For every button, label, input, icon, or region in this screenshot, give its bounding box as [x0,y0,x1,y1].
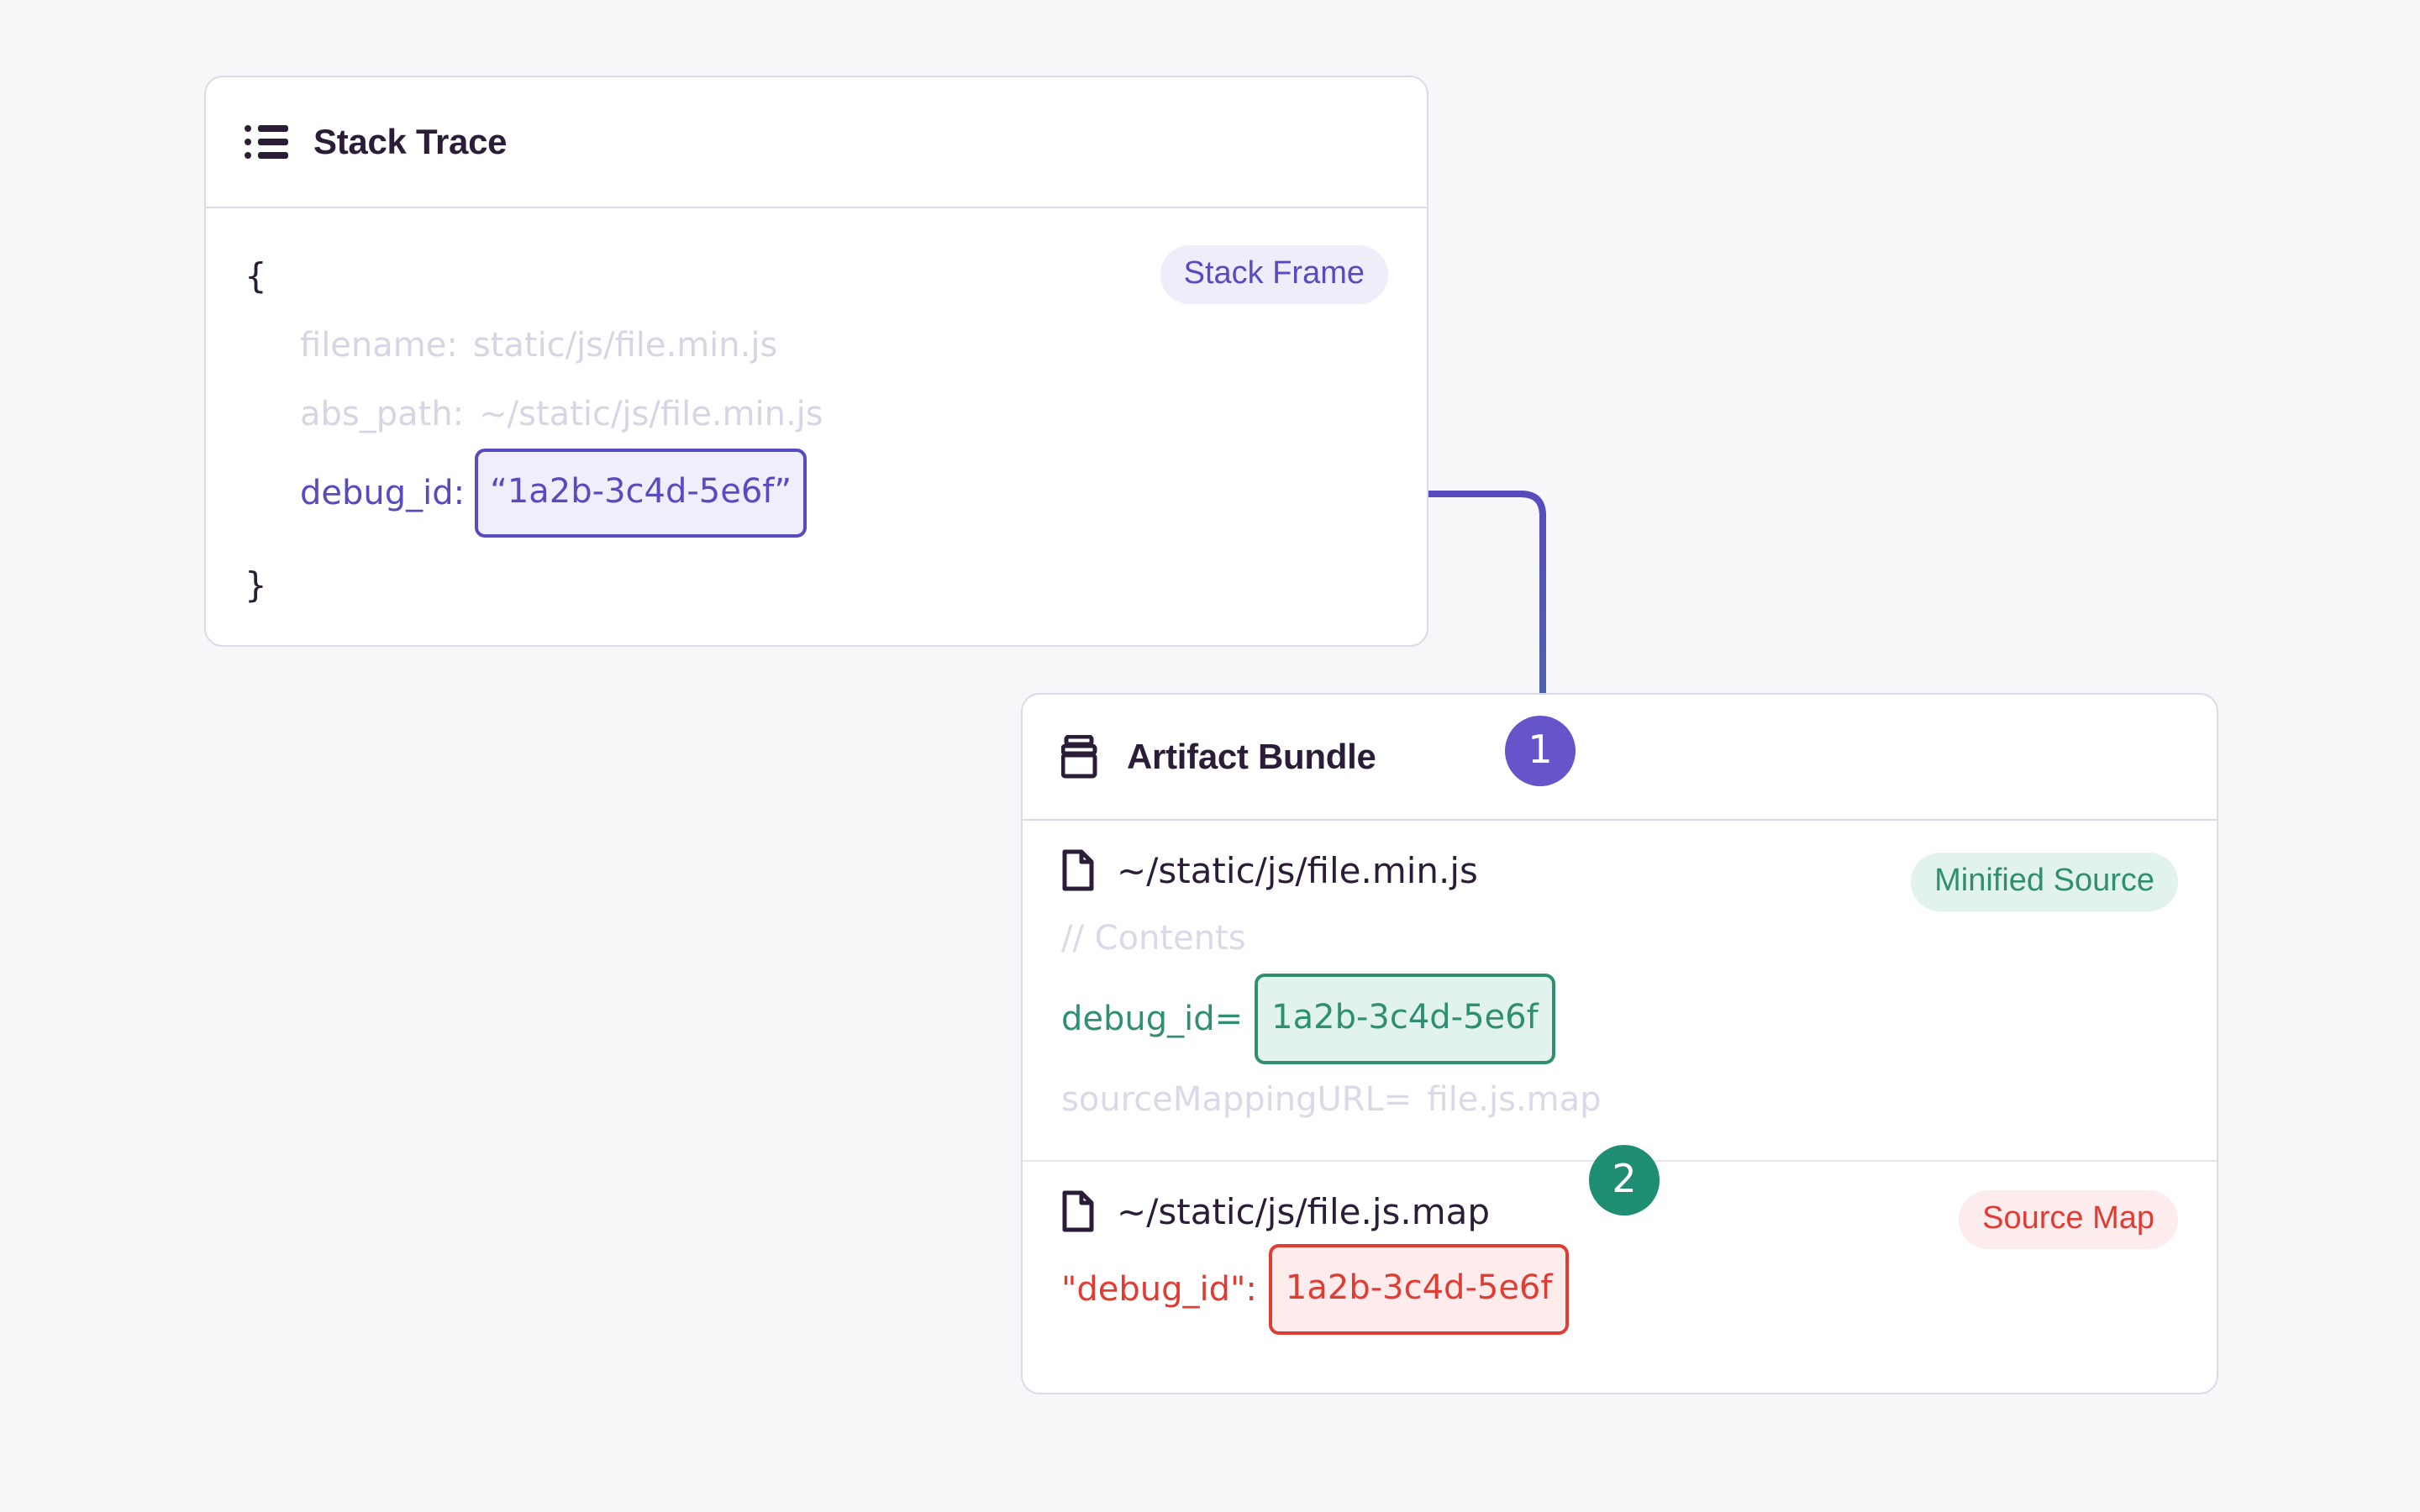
source-map-debug-id-key: "debug_id": [1061,1270,1257,1309]
open-brace: { [245,242,1388,311]
file-block-minified-source: Minified Source ~/static/js/file.min.js … [1023,821,2217,1160]
minified-source-badge: Minified Source [1911,853,2178,911]
archive-icon [1060,734,1102,779]
file-icon [1061,1190,1095,1232]
minified-source-filename: ~/static/js/file.min.js [1117,849,1478,891]
filename-value: static/js/file.min.js [472,326,778,365]
stack-trace-header: Stack Trace [206,77,1427,208]
stack-trace-title: Stack Trace [313,122,508,161]
debug-id-key: debug_id: [300,474,466,512]
source-map-debug-id-value-chip[interactable]: 1a2b-3c4d-5e6f [1268,1244,1570,1335]
stack-trace-card: Stack Trace Stack Frame { filename: stat… [204,76,1428,647]
artifact-bundle-body: Minified Source ~/static/js/file.min.js … [1023,821,2217,1393]
source-map-file-row: ~/static/js/file.js.map [1061,1190,2178,1232]
minified-debug-id-line: debug_id= 1a2b-3c4d-5e6f [1061,974,2178,1064]
minified-contents-comment-text: // Contents [1061,919,1246,958]
artifact-bundle-card: Artifact Bundle Minified Source ~/static… [1021,693,2218,1394]
field-abs-path: abs_path: ~/static/js/file.min.js [245,380,1388,449]
file-icon [1061,849,1095,891]
source-map-badge: Source Map [1959,1190,2178,1249]
field-debug-id: debug_id: “1a2b-3c4d-5e6f” [245,449,1388,538]
filename-key: filename: [300,326,458,365]
close-brace: } [245,551,1388,620]
minified-sourcemappingurl-line: sourceMappingURL= file.js.map [1061,1064,2178,1135]
minified-debug-id-value-chip[interactable]: 1a2b-3c4d-5e6f [1255,974,1555,1064]
source-map-debug-id-line: "debug_id": 1a2b-3c4d-5e6f [1061,1244,2178,1335]
minified-contents-comment: // Contents [1061,903,2178,974]
step-badge-1: 1 [1505,716,1576,786]
abs-path-value: ~/static/js/file.min.js [479,395,823,433]
list-icon [245,123,288,160]
field-filename: filename: static/js/file.min.js [245,311,1388,380]
artifact-bundle-title: Artifact Bundle [1127,737,1376,776]
open-brace-text: { [245,255,267,297]
stack-trace-body: Stack Frame { filename: static/js/file.m… [206,208,1427,645]
minified-debug-id-key: debug_id= [1061,1000,1244,1038]
file-block-source-map: Source Map ~/static/js/file.js.map "debu… [1023,1160,2217,1360]
debug-id-value-chip[interactable]: “1a2b-3c4d-5e6f” [475,449,808,538]
sourcemappingurl-key: sourceMappingURL= [1061,1080,1413,1119]
source-map-filename: ~/static/js/file.js.map [1117,1190,1491,1232]
abs-path-key: abs_path: [300,395,465,433]
close-brace-text: } [245,564,267,606]
step-badge-2: 2 [1589,1145,1660,1215]
sourcemappingurl-value: file.js.map [1427,1080,1602,1119]
artifact-bundle-header: Artifact Bundle [1023,695,2217,821]
stack-frame-badge: Stack Frame [1160,245,1388,304]
